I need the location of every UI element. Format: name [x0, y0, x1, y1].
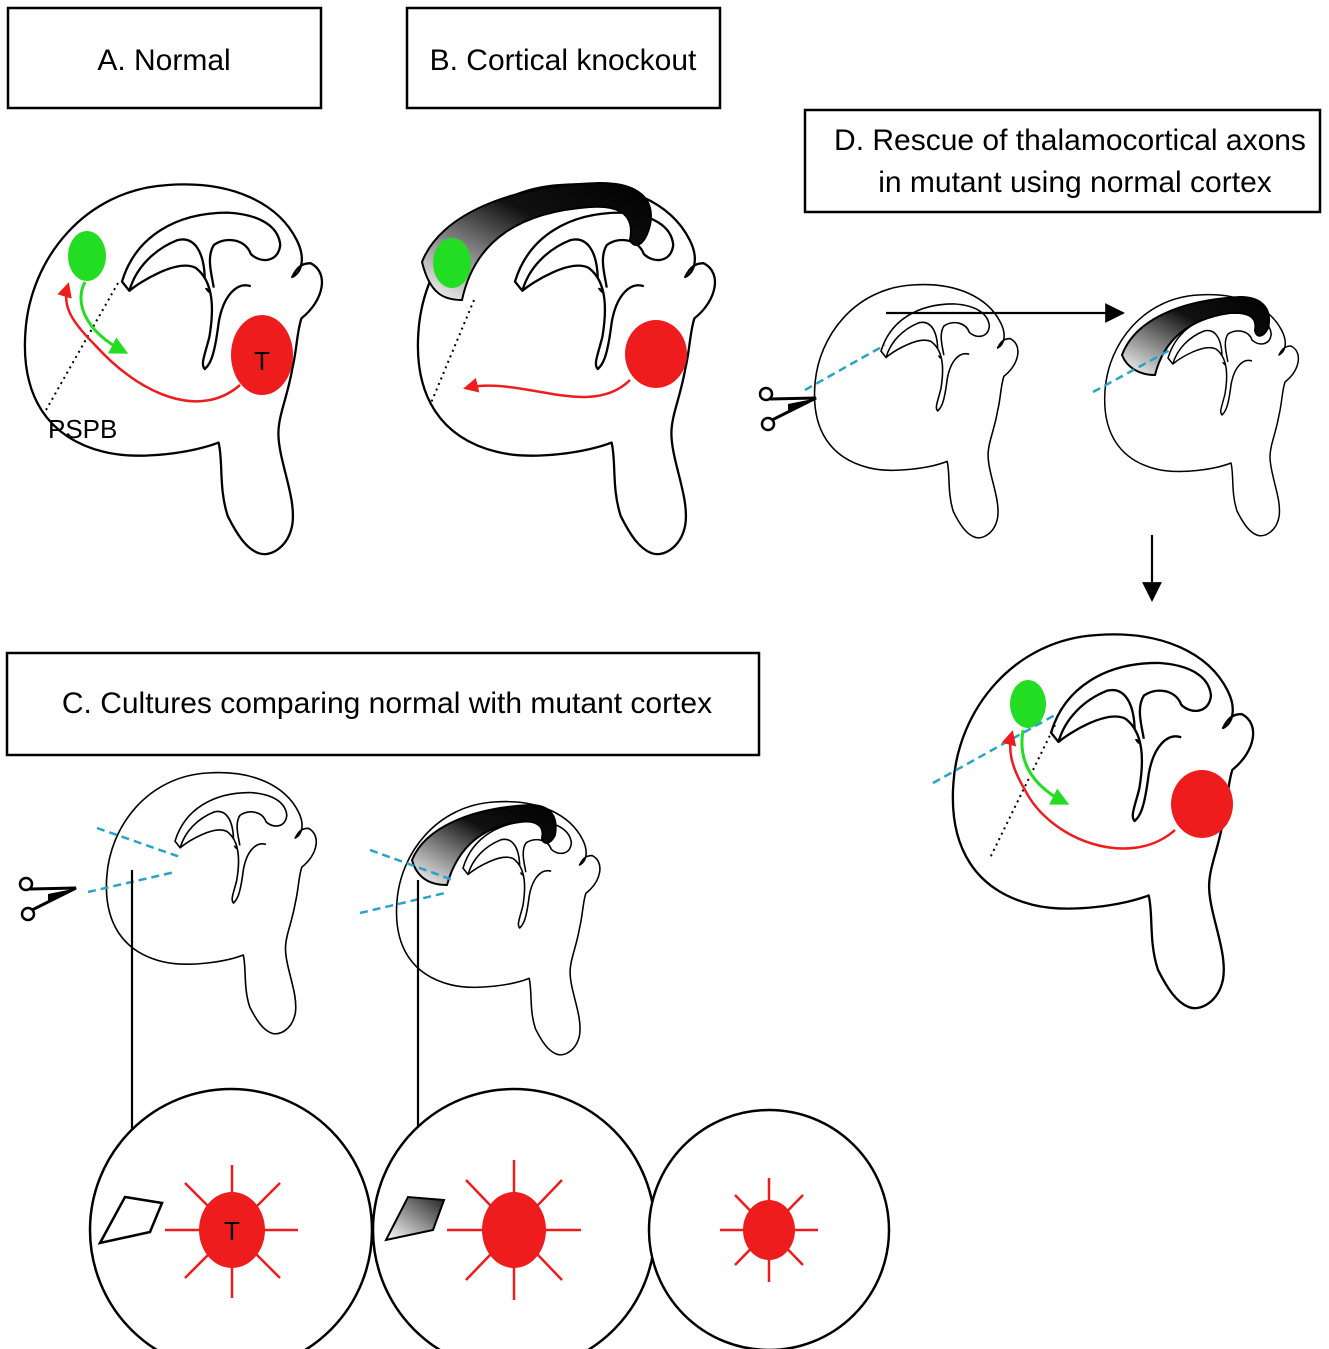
panel-d-mutant-brain: [1105, 295, 1299, 536]
panel-d-cortical-target: [1010, 680, 1046, 728]
panel-a: A. Normal PSPB T: [8, 8, 322, 554]
panel-b-cortical-target: [433, 238, 471, 288]
panel-d-title-line1: D. Rescue of thalamocortical axons: [834, 124, 1306, 157]
panel-a-cortical-target: [68, 231, 106, 281]
panel-a-title: A. Normal: [97, 44, 230, 77]
panel-a-pspb-label: PSPB: [48, 414, 117, 444]
scissors-icon: [760, 388, 816, 430]
panel-c-title: C. Cultures comparing normal with mutant…: [62, 687, 712, 720]
panel-c-normal-brain: [106, 773, 316, 1034]
panel-a-thalamus-label: T: [254, 346, 270, 376]
panel-c-thalamus-mutant: [482, 1192, 546, 1268]
panel-b-thalamus: [625, 320, 687, 388]
panel-b-title: B. Cortical knockout: [430, 44, 697, 77]
panel-d: D. Rescue of thalamocortical axons in mu…: [760, 110, 1320, 1008]
panel-d-thalamus: [1171, 770, 1233, 838]
panel-d-normal-brain: [815, 285, 1018, 538]
panel-d-title-line2: in mutant using normal cortex: [878, 166, 1272, 199]
panel-c-thalamus-control: [743, 1200, 795, 1260]
panel-c: C. Cultures comparing normal with mutant…: [7, 653, 889, 1349]
scissors-icon: [20, 878, 76, 920]
panel-b: B. Cortical knockout: [407, 8, 720, 554]
panel-c-thalamus-label: T: [224, 1216, 240, 1246]
